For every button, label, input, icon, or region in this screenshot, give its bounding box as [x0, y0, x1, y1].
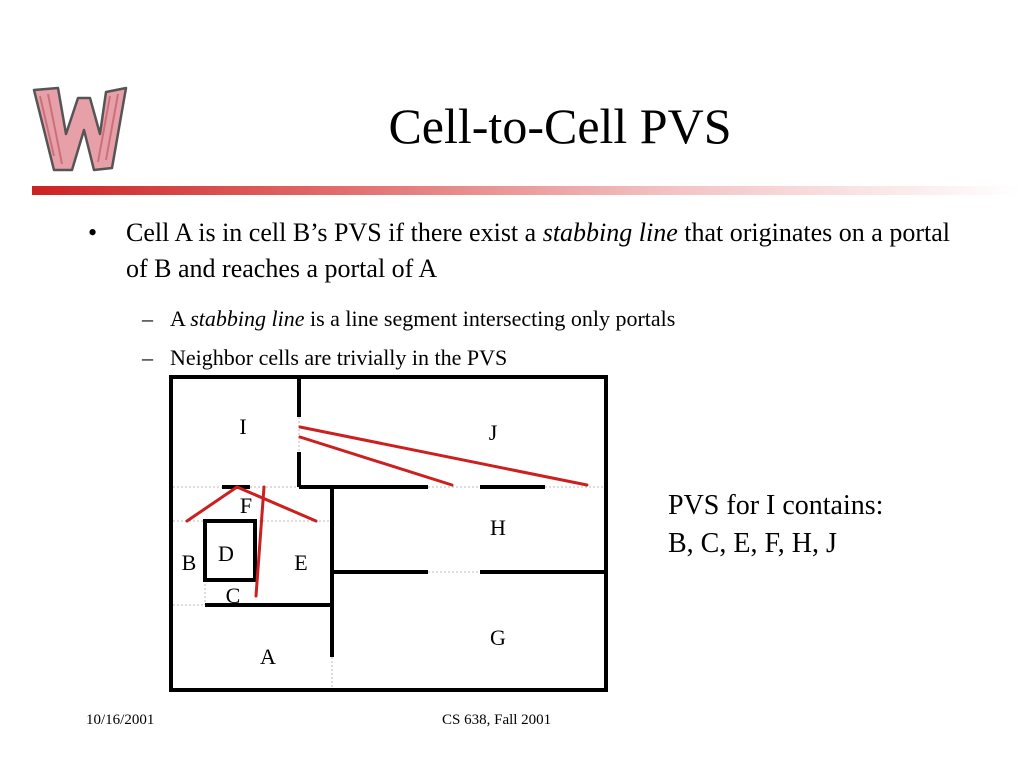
slide-title: Cell-to-Cell PVS [388, 98, 732, 154]
footer-date: 10/16/2001 [86, 712, 155, 728]
portals [173, 417, 606, 690]
title-divider [32, 186, 1022, 195]
bullet-marker: • [88, 218, 98, 247]
cell-label-b: B [182, 550, 197, 575]
cell-label-j: J [489, 420, 498, 445]
footer-course: CS 638, Fall 2001 [442, 712, 552, 728]
stabbing-lines [185, 425, 589, 598]
cell-label-a: A [260, 644, 276, 669]
pvs-result-note: PVS for I contains: B, C, E, F, H, J [668, 490, 884, 559]
cell-label-d: D [218, 541, 234, 566]
stabbing-line-term: stabbing line [542, 218, 678, 247]
walls [169, 375, 608, 692]
cell-label-e: E [294, 550, 307, 575]
cell-label-f: F [240, 493, 252, 518]
university-w-logo-icon [32, 86, 128, 172]
cell-label-c: C [226, 583, 241, 608]
cell-label-g: G [490, 625, 506, 650]
main-bullet-text: Cell A is in cell B’s PVS if there exist… [126, 218, 950, 283]
cell-label-i: I [239, 414, 246, 439]
cell-label-h: H [490, 515, 506, 540]
